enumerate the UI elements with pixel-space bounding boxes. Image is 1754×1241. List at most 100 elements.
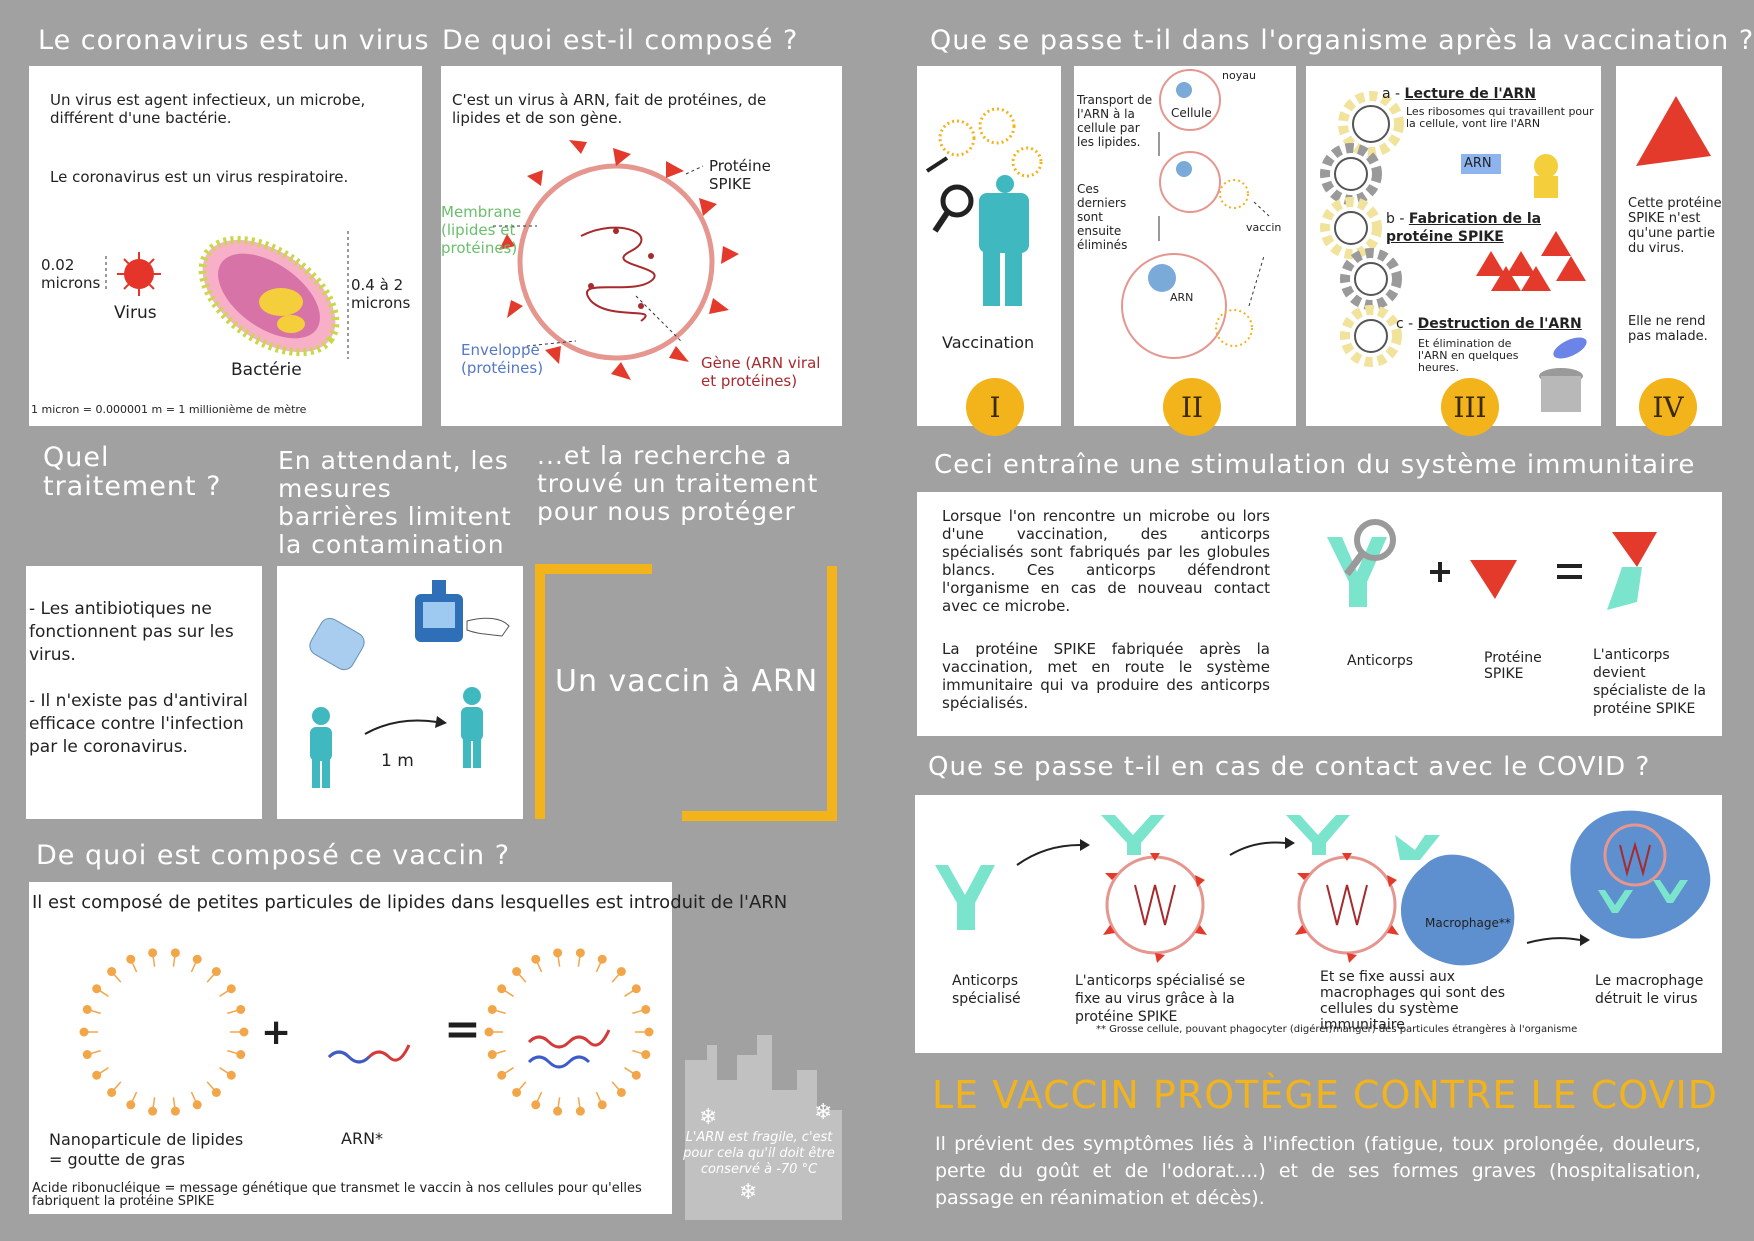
lipid-head — [631, 984, 641, 994]
caption-antibody: Anticorps spécialisé — [952, 973, 1021, 1007]
heading-immune: Ceci entraîne une stimulation du système… — [934, 450, 1696, 480]
label-proteine-spike: Protéine SPIKE — [1484, 650, 1542, 682]
lipid-head — [641, 1004, 651, 1014]
lipid-head — [531, 1100, 541, 1110]
label-specialist: L'anticorps devient spécialiste de la pr… — [1593, 647, 1707, 717]
plus-sign: + — [261, 1012, 292, 1053]
vaccination-illustration — [925, 107, 1043, 306]
label-enveloppe: Enveloppe (protéines) — [461, 341, 544, 377]
lipid-head — [192, 1100, 202, 1110]
lipid-head — [79, 1027, 89, 1037]
badge-step-1: I — [966, 378, 1024, 436]
treatment-antiviral: - Il n'existe pas d'antiviral efficace c… — [29, 691, 248, 757]
vaccination-label: Vaccination — [942, 333, 1035, 352]
lipid-head — [148, 1106, 158, 1116]
covid-contact-diagram — [935, 810, 1711, 966]
barriers-card: 1 m — [277, 566, 523, 819]
heading-barriers: En attendant, les mesures barrières limi… — [278, 446, 512, 559]
cell-transport-diagram — [1121, 69, 1270, 359]
badge-step-4: IV — [1639, 378, 1697, 436]
not-sick-text: Elle ne rend pas malade. — [1628, 314, 1708, 344]
nanoparticle-label: Nanoparticule de lipides = goutte de gra… — [49, 1130, 244, 1169]
bacteria-size: 0.4 à 2 microns — [351, 276, 411, 312]
lipid-head — [497, 1070, 507, 1080]
lipid-head — [236, 1004, 246, 1014]
vaccine-frame: Un vaccin à ARN — [535, 564, 837, 821]
arn-label: ARN* — [341, 1129, 384, 1148]
vaccine-composition-text: Il est composé de petites particules de … — [32, 892, 788, 913]
lipid-head — [239, 1027, 249, 1037]
lipid-head — [616, 1087, 626, 1097]
snowflake-icon: ❄ — [739, 1180, 758, 1205]
lipid-head — [226, 984, 236, 994]
lipid-head — [487, 1050, 497, 1060]
lipid-head — [575, 948, 585, 958]
lipid-head — [597, 1100, 607, 1110]
spike-part-text: Cette protéine SPIKE n'est qu'une partie… — [1628, 196, 1722, 256]
immune-text-2: La protéine SPIKE fabriquée après la vac… — [942, 640, 1270, 712]
bacteria-label: Bactérie — [231, 360, 302, 380]
heading-research: ...et la recherche a trouvé un traitemen… — [537, 441, 819, 526]
step-2-card: noyau Cellule Transport de l'ARN à la ce… — [1074, 66, 1296, 426]
badge-step-3: III — [1441, 378, 1499, 436]
lipid-head — [82, 1004, 92, 1014]
city-silhouette — [685, 1035, 842, 1220]
lipid-head — [211, 1087, 221, 1097]
immune-card: Lorsque l'on rencontre un microbe ou lor… — [917, 492, 1722, 736]
virus-diagram — [493, 140, 739, 380]
virus-definition: Un virus est agent infectieux, un microb… — [50, 91, 366, 127]
caption-fix-macrophage: Et se fixe aussi aux macrophages qui son… — [1320, 969, 1506, 1033]
caption-destroy: Le macrophage détruit le virus — [1595, 973, 1704, 1007]
step-c-title: Destruction de l'ARN — [1417, 316, 1582, 332]
arn-block-label: ARN — [1464, 156, 1492, 171]
lipid-head — [92, 984, 102, 994]
lipid-head — [553, 1106, 563, 1116]
spike-protein-icon — [1636, 96, 1711, 166]
eliminated-text: Ces derniers sont ensuite éliminés — [1077, 182, 1128, 252]
lipid-head — [211, 967, 221, 977]
lipid-head — [236, 1050, 246, 1060]
step-1-card: Vaccination — [917, 66, 1061, 426]
lipid-head — [512, 1087, 522, 1097]
lipid-head — [170, 948, 180, 958]
lipid-nanoparticle-empty — [79, 948, 249, 1116]
step-a-title: Lecture de l'ARN — [1404, 86, 1537, 102]
virus-label: Virus — [114, 303, 157, 323]
heading-contact: Que se passe t-il en cas de contact avec… — [928, 752, 1651, 782]
macrophage-label: Macrophage** — [1425, 916, 1511, 930]
contact-card: Macrophage** Anticorps spécialisé L'anti… — [915, 795, 1722, 1053]
lipid-head — [497, 984, 507, 994]
fragile-note: L'ARN est fragile, c'est pour cela qu'il… — [683, 1130, 835, 1177]
step-4-card: Cette protéine SPIKE n'est qu'une partie… — [1616, 66, 1722, 426]
lipid-head — [553, 948, 563, 958]
label-spike: Protéine SPIKE — [709, 157, 771, 193]
virus-card: Un virus est agent infectieux, un microb… — [29, 66, 422, 426]
badge-step-2: II — [1163, 378, 1221, 436]
step-b-letter: b - — [1386, 211, 1405, 227]
caption-fix-virus: L'anticorps spécialisé se fixe au virus … — [1075, 973, 1246, 1025]
heading-virus: Le coronavirus est un virus — [38, 25, 430, 56]
lipid-head — [644, 1027, 654, 1037]
arn-cell-label: ARN — [1170, 291, 1194, 304]
macrophage-footnote: ** Grosse cellule, pouvant phagocyter (d… — [1096, 1024, 1578, 1035]
step-a-letter: a - — [1382, 86, 1401, 102]
snowflake-icon: ❄ — [814, 1100, 833, 1125]
treatment-antibiotics: - Les antibiotiques ne fonctionnent pas … — [29, 599, 234, 665]
treatment-card: - Les antibiotiques ne fonctionnent pas … — [26, 566, 262, 819]
heading-composition: De quoi est-il composé ? — [442, 25, 799, 56]
noyau-label: noyau — [1222, 69, 1256, 82]
lipid-head — [126, 1100, 136, 1110]
lipid-head — [82, 1050, 92, 1060]
lipid-head — [148, 948, 158, 958]
heading-vaccine-composition: De quoi est composé ce vaccin ? — [36, 840, 511, 871]
lipid-head — [616, 967, 626, 977]
antibody-equation — [1327, 519, 1657, 610]
step-a-desc: Les ribosomes qui travaillent pour la ce… — [1406, 105, 1594, 130]
label-anticorps: Anticorps — [1347, 653, 1414, 669]
lipid-head — [631, 1070, 641, 1080]
heading-treatment: Quel traitement ? — [43, 442, 222, 502]
transport-text: Transport de l'ARN à la cellule par les … — [1077, 93, 1153, 149]
lipid-head — [92, 1070, 102, 1080]
virus-size: 0.02 microns — [41, 256, 101, 292]
lipid-head — [487, 1004, 497, 1014]
